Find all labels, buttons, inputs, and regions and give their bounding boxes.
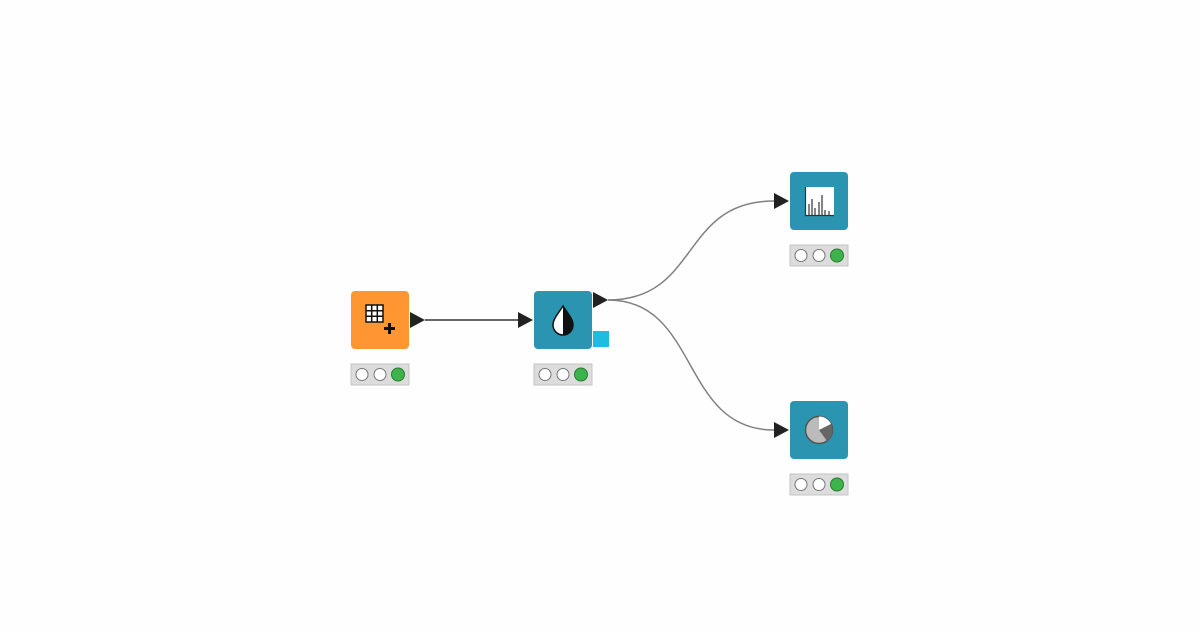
node-bar-chart[interactable] [774, 172, 848, 230]
connection-color-to-pie[interactable] [607, 299, 775, 431]
status-bar [350, 363, 410, 386]
output-port[interactable] [593, 292, 608, 308]
input-port[interactable] [518, 312, 533, 328]
node-table-creator[interactable] [351, 291, 425, 349]
color-drop-icon [552, 304, 574, 336]
status-bar [789, 244, 849, 267]
status-bar [533, 363, 593, 386]
input-port[interactable] [774, 422, 789, 438]
bar-chart-icon [804, 187, 834, 217]
color-model-port[interactable] [593, 331, 609, 347]
node-color-manager[interactable] [518, 291, 609, 349]
table-plus-icon [365, 304, 395, 334]
output-port[interactable] [410, 312, 425, 328]
connection-color-to-bar[interactable] [607, 200, 775, 301]
input-port[interactable] [774, 193, 789, 209]
pie-chart-icon [804, 415, 834, 445]
status-bar [789, 473, 849, 496]
node-pie-chart[interactable] [774, 401, 848, 459]
